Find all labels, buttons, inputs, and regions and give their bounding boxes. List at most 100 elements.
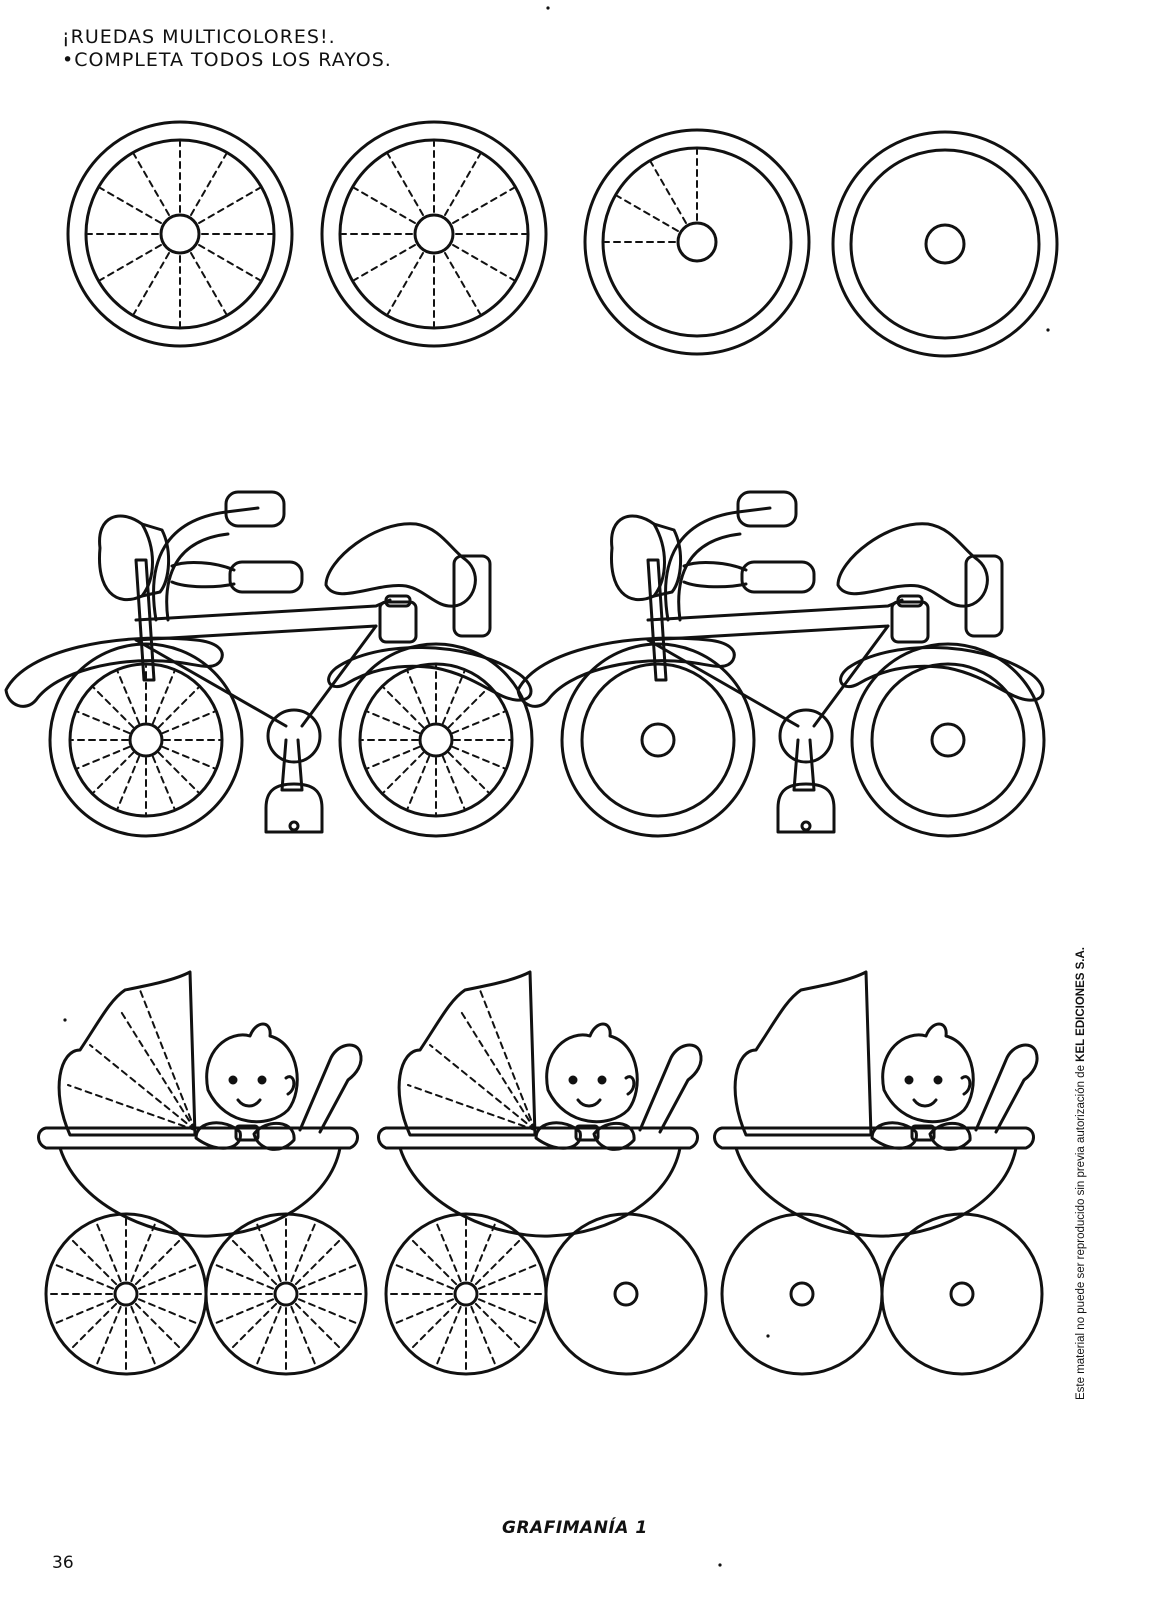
hood-rib <box>139 989 196 1131</box>
wheel-outer-rim <box>44 1212 208 1376</box>
wheel-outer-rim <box>560 642 756 838</box>
wheel-spoke <box>444 252 481 315</box>
scan-speck <box>546 6 550 10</box>
baby-hand <box>592 1121 636 1151</box>
stroller-handle <box>974 1043 1039 1134</box>
hood-rib <box>459 1009 536 1131</box>
worksheet-heading: ¡RUEDAS MULTICOLORES!. COMPLETA TODOS LO… <box>62 26 392 72</box>
page-number: 36 <box>52 1553 74 1573</box>
stroller-spoke <box>95 1305 122 1366</box>
stroller-front-wheel <box>720 1212 884 1376</box>
wheel-spoke <box>190 153 227 216</box>
stroller-spoke <box>435 1222 462 1283</box>
hood-rib <box>89 1044 196 1131</box>
seat-post <box>384 594 412 608</box>
bicycle-spoke <box>151 755 176 810</box>
bicycle-2 <box>516 490 1046 838</box>
wheel-inner-rim <box>601 146 793 338</box>
wheel-outer-rim <box>338 642 534 838</box>
bicycle-spoke <box>447 686 490 729</box>
bicycle-spoke <box>441 670 466 725</box>
stroller-rear-wheel <box>204 1212 368 1376</box>
scan-speck <box>766 1334 770 1338</box>
wheel-hub <box>613 1281 639 1307</box>
wheel-spoke <box>353 187 416 224</box>
seat-post-clamp <box>378 600 418 644</box>
wheel-outer-rim <box>880 1212 1044 1376</box>
stroller-spoke <box>297 1298 358 1325</box>
stroller-rim <box>377 1126 699 1150</box>
baby-eye <box>568 1075 578 1085</box>
stroller-front-wheel <box>44 1212 208 1376</box>
bicycle-spoke <box>92 751 135 794</box>
baby-eye <box>228 1075 238 1085</box>
worksheet-instruction: COMPLETA TODOS LOS RAYOS. <box>62 49 392 72</box>
rear-mudguard <box>327 646 533 702</box>
saddle <box>836 522 989 608</box>
baby-eye <box>933 1075 943 1085</box>
stroller-spoke <box>290 1222 317 1283</box>
stroller-spoke <box>474 1302 521 1349</box>
stroller-spoke <box>54 1298 115 1325</box>
stroller-spoke <box>477 1298 538 1325</box>
stroller-spoke <box>134 1239 181 1286</box>
stroller-spoke <box>435 1305 462 1366</box>
hood-rib <box>429 1044 536 1131</box>
strollers-row <box>37 970 1044 1376</box>
headlamp <box>610 514 683 602</box>
stroller-basket <box>734 1146 1018 1238</box>
wheel-hub <box>930 722 966 758</box>
wheel-1 <box>66 120 294 348</box>
bicycle-spoke <box>406 670 431 725</box>
bicycle-spoke <box>406 755 431 810</box>
crank <box>778 708 834 764</box>
stroller-spoke <box>470 1222 497 1283</box>
wheels-row <box>66 120 1059 358</box>
stroller-spoke <box>411 1239 458 1286</box>
bicycle-spoke <box>366 745 421 770</box>
wheel-spoke <box>387 153 424 216</box>
stroller-spoke <box>134 1302 181 1349</box>
scan-speck <box>63 1018 67 1022</box>
wheel-spoke <box>353 244 416 281</box>
wheel-spoke <box>452 244 515 281</box>
wheel-3 <box>583 128 811 356</box>
stroller-spoke <box>231 1302 278 1349</box>
wheel-outer-rim <box>831 130 1059 358</box>
hood-rib <box>67 1084 196 1131</box>
scan-speck <box>1046 328 1050 332</box>
stroller-rear-wheel <box>544 1212 708 1376</box>
baby-bib <box>910 1124 936 1142</box>
stroller-hood <box>57 970 197 1137</box>
stroller-spoke <box>255 1305 282 1366</box>
stroller-spoke <box>130 1305 157 1366</box>
wheel-outer-rim <box>850 642 1046 838</box>
bicycle-spoke <box>451 745 506 770</box>
wheel-hub <box>453 1281 479 1307</box>
wheel-inner-rim <box>68 662 224 818</box>
baby-hand <box>252 1121 296 1151</box>
baby-head <box>881 1022 975 1124</box>
wheel-spoke <box>190 252 227 315</box>
wheel-hub <box>128 722 164 758</box>
wheel-hub <box>640 722 676 758</box>
wheel-inner-rim <box>358 662 514 818</box>
crank <box>266 708 322 764</box>
wheel-inner-rim <box>84 138 276 330</box>
stroller-spoke <box>411 1302 458 1349</box>
stroller-spoke <box>394 1298 455 1325</box>
bicycle-spoke <box>441 755 466 810</box>
bicycles-row <box>4 490 1046 838</box>
bicycle-rear-wheel <box>338 642 534 838</box>
stroller-rim <box>37 1126 359 1150</box>
wheel-spoke <box>133 153 170 216</box>
wheel-inner-rim <box>849 148 1041 340</box>
bicycle-front-wheel <box>560 642 756 838</box>
bicycle-spoke <box>76 710 131 735</box>
wheel-spoke <box>198 244 261 281</box>
baby-eye <box>904 1075 914 1085</box>
bicycle-front-wheel <box>48 642 244 838</box>
bicycle-spoke <box>157 751 200 794</box>
bicycle-frame <box>646 598 904 728</box>
seat-post <box>896 594 924 608</box>
